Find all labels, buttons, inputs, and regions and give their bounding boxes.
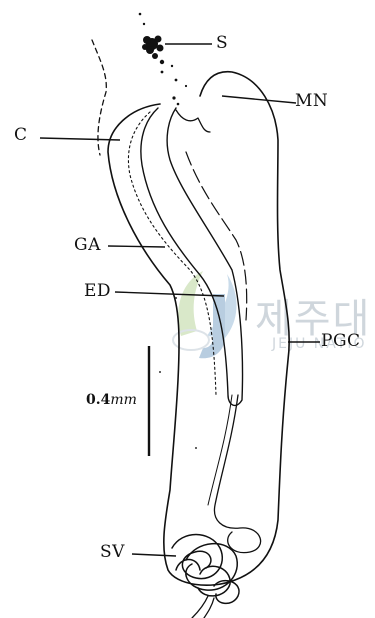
label-c: C xyxy=(14,125,28,145)
body-outline xyxy=(108,72,289,585)
label-mn: MN xyxy=(295,91,328,111)
label-sv: SV xyxy=(100,542,125,562)
ejaculatory-duct xyxy=(141,108,243,405)
label-ga: GA xyxy=(74,235,101,255)
outer-contour-c xyxy=(92,40,106,155)
scale-value: 0.4 xyxy=(86,392,110,408)
label-ed: ED xyxy=(84,281,111,301)
scale-unit: mm xyxy=(110,392,137,408)
scale-bar-label: 0.4mm xyxy=(86,392,137,408)
label-s: S xyxy=(216,33,228,53)
sperm-cluster xyxy=(139,13,187,106)
leader-lines xyxy=(40,44,320,556)
label-pgc: PGC xyxy=(321,331,361,351)
